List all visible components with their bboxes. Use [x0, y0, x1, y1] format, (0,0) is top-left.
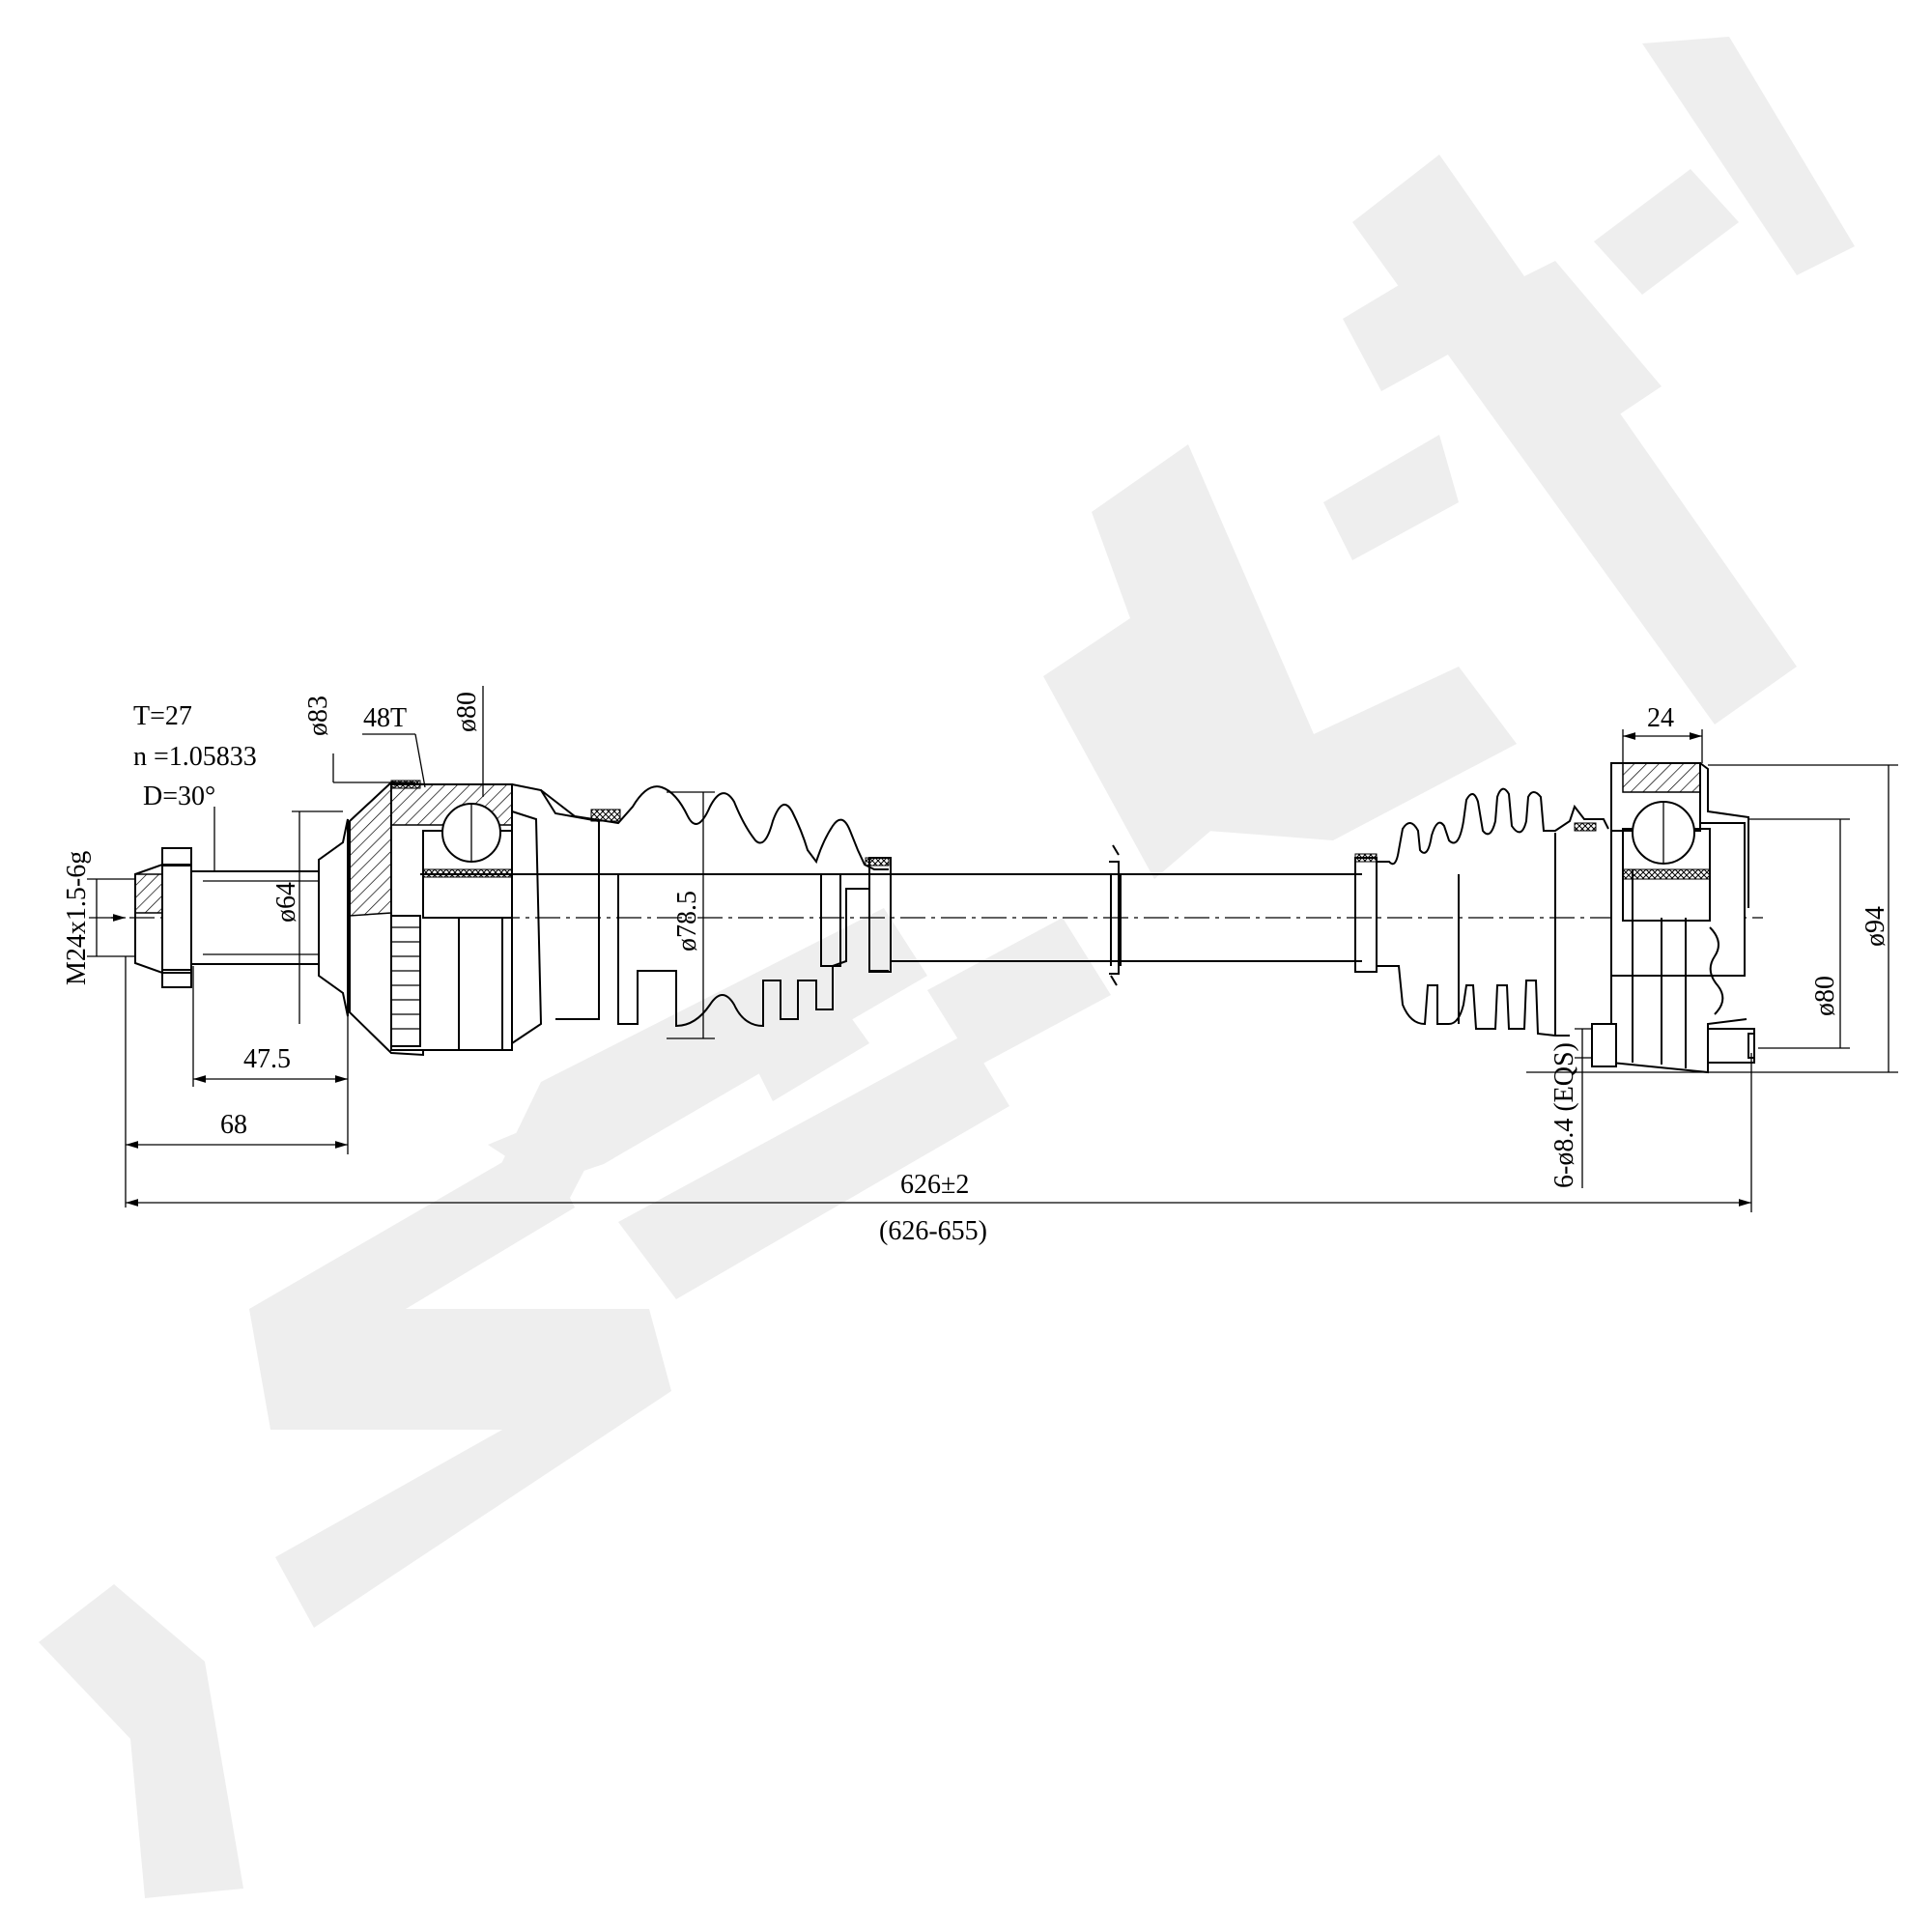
stub-diameter-64-label: ø64	[271, 882, 301, 923]
length-47-5-label: 47.5	[243, 1044, 291, 1074]
shaft	[420, 844, 1362, 986]
zennek-watermark	[39, 37, 1855, 1898]
inner-diameter-94-label: ø94	[1861, 906, 1890, 947]
pressure-angle-label: D=30°	[143, 781, 215, 811]
inner-diameter-80-label: ø80	[1810, 976, 1840, 1016]
length-68-label: 68	[220, 1110, 247, 1140]
inner-width-label: 24	[1647, 703, 1674, 733]
dimensions	[87, 686, 1898, 1212]
spline-module-label: n =1.05833	[133, 742, 257, 772]
outer-joint	[134, 780, 621, 1057]
abs-teeth-label: 48T	[363, 703, 407, 733]
labels: T=27 n =1.05833 D=30° M24x1.5-6g ø83 48T…	[62, 692, 1890, 1246]
abs-ring-teeth	[391, 926, 420, 1030]
boot-diameter-label: ø78.5	[672, 891, 702, 952]
outer-diameter-80-label: ø80	[452, 692, 482, 732]
outer-diameter-83-label: ø83	[303, 696, 333, 736]
outer-boot	[540, 785, 892, 1028]
bolt-holes-label: 6-ø8.4 (EQS)	[1549, 1042, 1579, 1188]
spline-teeth-label: T=27	[133, 701, 192, 731]
thread-spec-label: M24x1.5-6g	[62, 851, 92, 985]
inner-joint	[1591, 762, 1755, 1074]
overall-range-label: (626-655)	[879, 1216, 987, 1246]
overall-length-label: 626±2	[900, 1170, 969, 1200]
inner-boot	[1354, 787, 1609, 1037]
